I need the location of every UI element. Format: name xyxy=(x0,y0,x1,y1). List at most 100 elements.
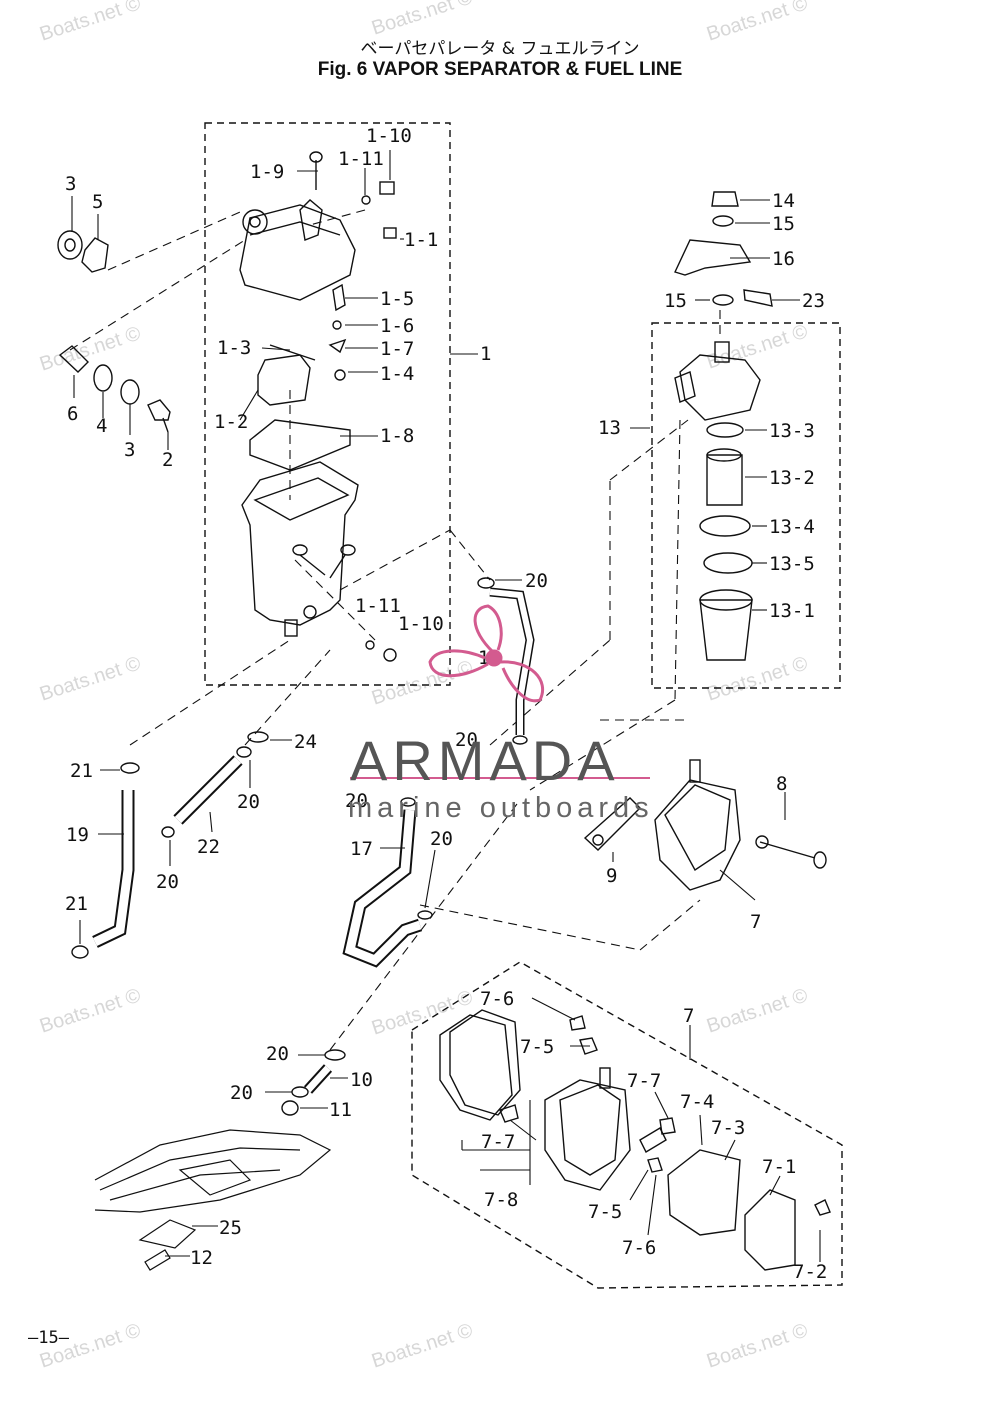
plate-9 xyxy=(583,797,641,851)
label: 21 xyxy=(70,760,93,782)
label: 20 xyxy=(156,871,179,893)
label: 21 xyxy=(65,893,88,915)
vapor-separator-group-box xyxy=(204,122,451,686)
filter-head xyxy=(679,354,761,421)
label: 15 xyxy=(664,290,687,312)
label: 17 xyxy=(350,838,373,860)
page-number: —15— xyxy=(28,1328,69,1348)
label: 7-2 xyxy=(793,1261,827,1283)
label: 20 xyxy=(237,791,260,813)
label: 1-2 xyxy=(214,411,248,433)
label: 4 xyxy=(96,415,107,437)
label: 7-5 xyxy=(588,1201,622,1223)
label: 20 xyxy=(430,828,453,850)
fuel-pump-group-box xyxy=(411,961,843,1289)
label: 7 xyxy=(750,911,761,933)
assembly-lines xyxy=(69,209,721,1051)
label: 3 xyxy=(65,173,76,195)
label: 13-4 xyxy=(769,516,815,538)
part-labels: 1-10 1-11 1-9 1-1 1-5 1-6 1-3 1-7 1-4 1 … xyxy=(65,125,827,1283)
label: 1-3 xyxy=(217,337,251,359)
pump-body xyxy=(544,1079,631,1191)
label: 7-4 xyxy=(680,1091,714,1113)
label: 16 xyxy=(772,248,795,270)
filter-cup-13-1 xyxy=(699,599,753,661)
label: 1-11 xyxy=(338,148,384,170)
clip-20 xyxy=(477,577,495,589)
bolt-8 xyxy=(755,835,769,849)
brand-name: ARMADA xyxy=(350,729,620,792)
label: 1-7 xyxy=(380,338,414,360)
bracket-16 xyxy=(674,239,752,276)
float-chamber xyxy=(241,461,359,626)
label: 7-7 xyxy=(481,1131,515,1153)
engine-outline xyxy=(94,1129,332,1271)
bolt-1-9 xyxy=(309,151,323,163)
label: 8 xyxy=(776,773,787,795)
washer-15 xyxy=(712,215,734,227)
clip-20d xyxy=(512,735,528,745)
leader-lines xyxy=(71,150,821,1262)
label: 22 xyxy=(197,836,220,858)
clip-21 xyxy=(120,762,140,774)
label: 1-4 xyxy=(380,363,414,385)
label: 13-3 xyxy=(769,420,815,442)
label: 24 xyxy=(294,731,317,753)
filter-element-13-2 xyxy=(706,454,743,506)
gasket-7-8 xyxy=(439,1014,513,1121)
brand-tagline: marine outboards xyxy=(348,792,654,824)
label: 20 xyxy=(266,1043,289,1065)
hose-6 xyxy=(58,345,89,373)
label: 13-5 xyxy=(769,553,815,575)
label: 7-3 xyxy=(711,1117,745,1139)
label: 1 xyxy=(480,343,491,365)
label: 7-8 xyxy=(484,1189,518,1211)
label: 12 xyxy=(190,1247,213,1269)
figure-title-japanese: ベーパセパレータ & フュエルライン xyxy=(360,39,640,59)
label: 1-8 xyxy=(380,425,414,447)
clip-20e xyxy=(400,797,416,807)
diaphragm-7-3 xyxy=(667,1149,741,1236)
label: 15 xyxy=(772,213,795,235)
label: 20 xyxy=(230,1082,253,1104)
label: 7 xyxy=(683,1005,694,1027)
brand-logo-propeller-icon xyxy=(428,604,544,703)
label: 13-2 xyxy=(769,467,815,489)
label: 7-5 xyxy=(520,1036,554,1058)
label: 2 xyxy=(162,449,173,471)
clip-20f xyxy=(417,910,433,920)
label: 3 xyxy=(124,439,135,461)
label: 19 xyxy=(66,824,89,846)
washer-4 xyxy=(93,364,113,392)
label: 9 xyxy=(606,865,617,887)
label: 14 xyxy=(772,190,795,212)
fuel-filter-group-box xyxy=(651,322,841,689)
clip-20g xyxy=(324,1049,346,1061)
label: 1-5 xyxy=(380,288,414,310)
gasket-1-8 xyxy=(249,419,351,471)
figure-title: Fig. 6 VAPOR SEPARATOR & FUEL LINE xyxy=(317,59,683,80)
ring-13-5 xyxy=(703,552,753,574)
label: 1-11 xyxy=(355,595,401,617)
label: 23 xyxy=(802,290,825,312)
bolt-23 xyxy=(743,289,773,307)
needle-valve xyxy=(332,283,346,312)
float xyxy=(257,354,311,406)
label: 11 xyxy=(329,1099,352,1121)
washer-3b xyxy=(120,379,140,405)
label: 1-1 xyxy=(404,229,438,251)
label: 13 xyxy=(598,417,621,439)
joint-11 xyxy=(281,1100,299,1116)
cover-port xyxy=(299,199,323,241)
grommet-5 xyxy=(81,237,109,273)
clip-24 xyxy=(247,731,269,743)
cover-mount-eye xyxy=(242,209,268,235)
separator-cover xyxy=(239,204,356,301)
label: 6 xyxy=(67,403,78,425)
label: 7-6 xyxy=(622,1237,656,1259)
label: 5 xyxy=(92,191,103,213)
clip-21b xyxy=(71,945,89,959)
label: 25 xyxy=(219,1217,242,1239)
